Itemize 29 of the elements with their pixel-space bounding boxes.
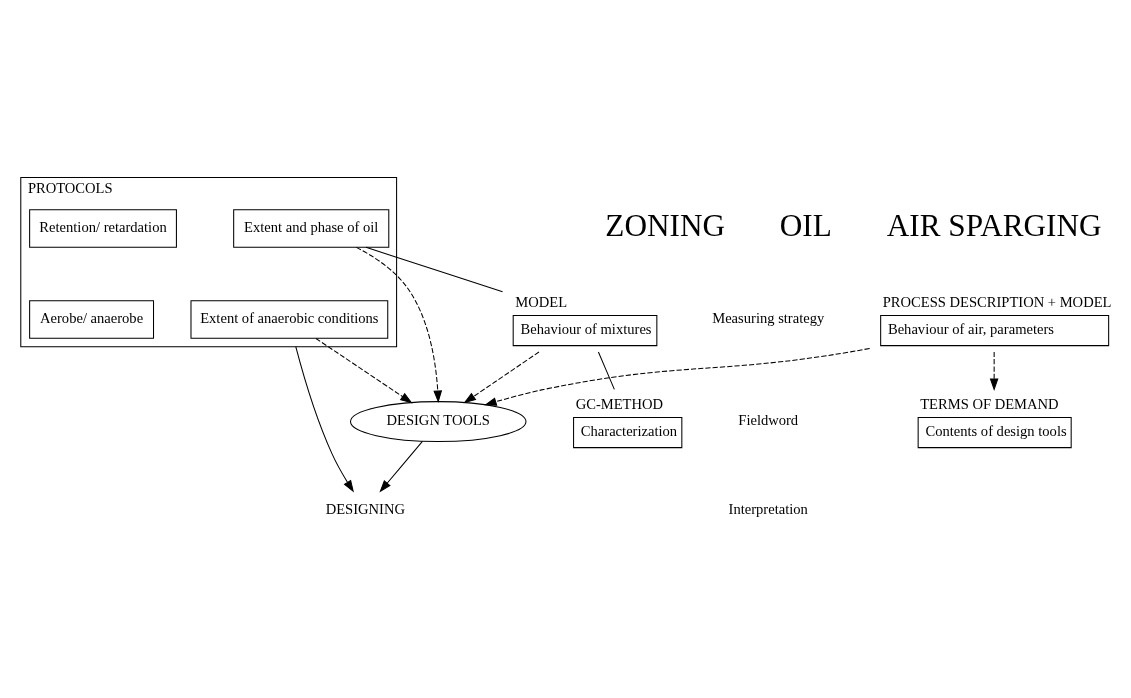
node-label: GC-METHOD	[575, 396, 664, 413]
arrow	[484, 347, 871, 406]
node-box: Behaviour of mixtures	[512, 314, 658, 347]
arrow	[295, 346, 354, 493]
label: OIL	[779, 208, 832, 244]
node-box: Behaviour of air, parameters	[880, 314, 1110, 347]
label: ZONING	[605, 208, 726, 244]
arrow	[315, 338, 413, 404]
node-box: Extent of anaerobic conditions	[190, 300, 389, 339]
node-box: Retention/ retardation	[29, 209, 177, 248]
node-box: Aerobe/ anaerobe	[29, 300, 155, 339]
node-box: Characterization	[573, 416, 683, 449]
label: Interpretation	[728, 500, 808, 517]
label: Fieldword	[738, 412, 799, 429]
node-label: TERMS OF DEMAND	[920, 396, 1059, 413]
node-box: Contents of design tools	[917, 416, 1072, 449]
node-label: PROCESS DESCRIPTION + MODEL	[882, 294, 1112, 311]
arrow	[989, 351, 999, 391]
connector	[597, 351, 615, 390]
node-ellipse: DESIGN TOOLS	[349, 401, 527, 443]
label: AIR SPARGING	[886, 208, 1102, 244]
connector	[365, 246, 504, 293]
arrow	[355, 246, 443, 404]
node-text: DESIGNING	[325, 500, 405, 517]
label: Measuring strategy	[712, 310, 825, 327]
arrow	[463, 351, 540, 404]
node-label: MODEL	[515, 294, 568, 311]
arrow	[379, 440, 423, 493]
node-box: Extent and phase of oil	[233, 209, 390, 248]
